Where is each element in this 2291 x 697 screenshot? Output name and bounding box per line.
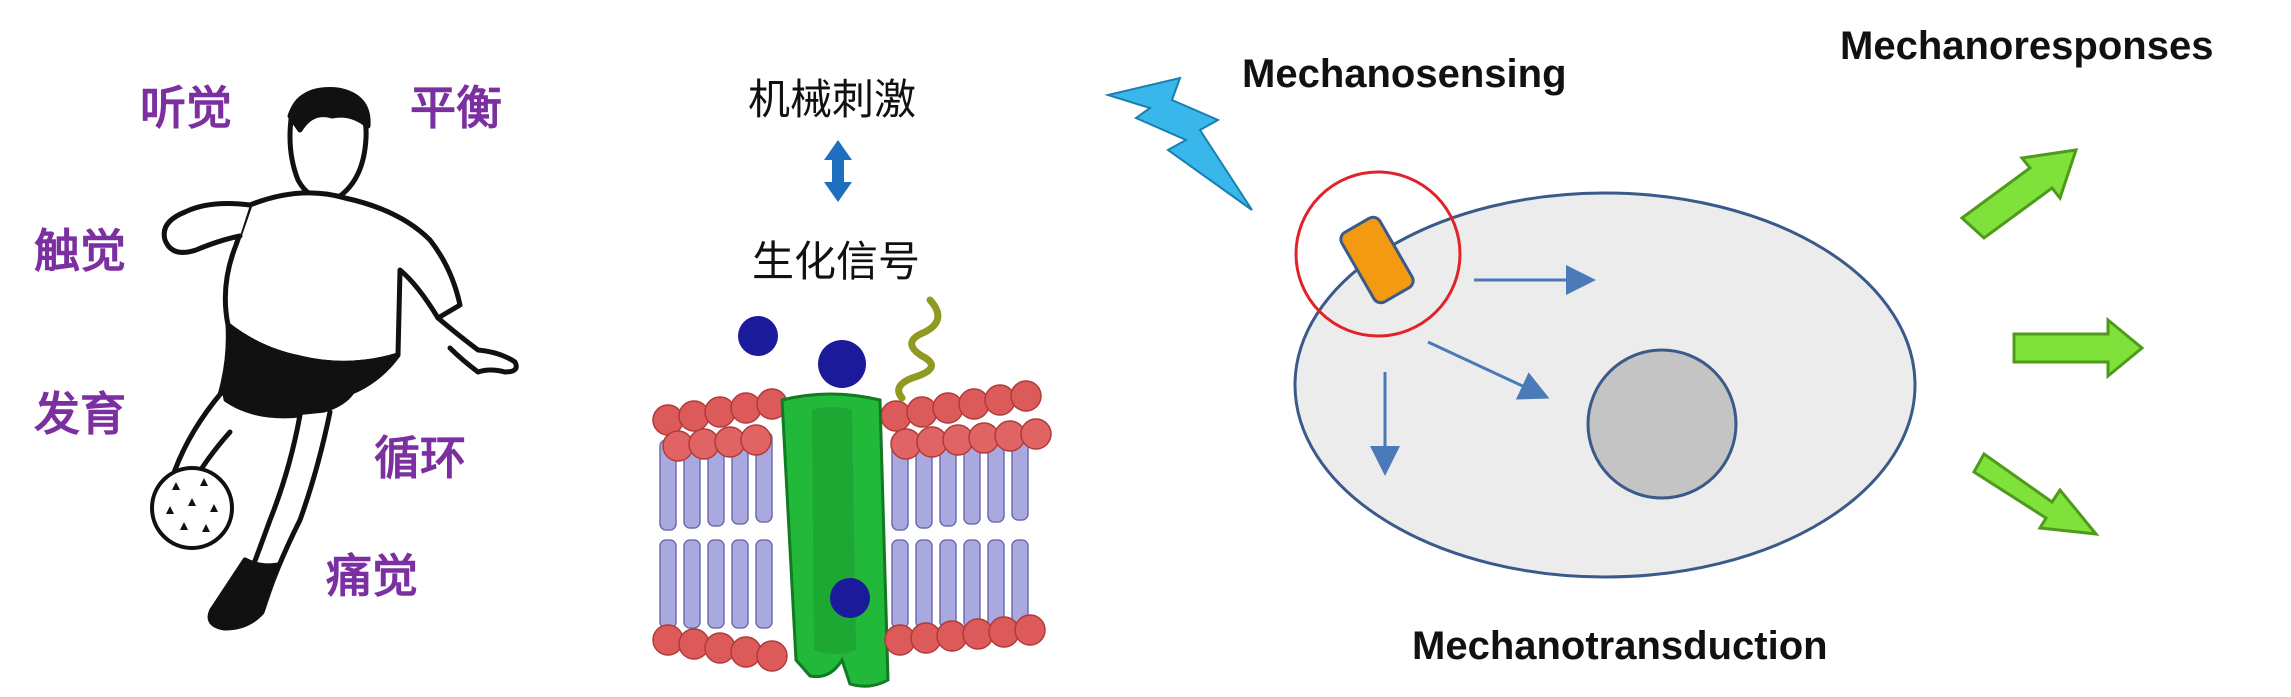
mechanosensor [1339, 215, 1415, 305]
sense-balance: 平衡 [410, 81, 502, 135]
mechanosensing-label: Mechanosensing [1242, 52, 1567, 96]
mechanoresponses-label: Mechanoresponses [1840, 24, 2214, 68]
sensor-highlight-ring [1294, 170, 1462, 338]
biochemical-signal-label: 生化信号 [752, 237, 921, 286]
tether-filament [895, 296, 942, 402]
lipid-bilayer [652, 380, 1052, 688]
signal-arrows [1370, 265, 1596, 476]
soccer-ball-icon [150, 466, 234, 550]
sense-hearing: 听觉 [140, 81, 232, 135]
double-arrow-icon [824, 140, 852, 202]
sense-circulation: 循环 [374, 431, 466, 485]
mechanical-stimulus-label: 机械刺激 [748, 75, 917, 124]
ion-particles [738, 316, 870, 618]
response-arrows [1959, 148, 2145, 536]
player-figure [161, 87, 519, 631]
lightning-bolt-icon [1104, 76, 1253, 211]
sense-pain: 痛觉 [326, 549, 418, 603]
sense-touch: 触觉 [34, 224, 126, 278]
response-arrow-up [1959, 148, 2079, 240]
nucleus [1586, 348, 1738, 500]
response-arrow-right [2012, 316, 2145, 380]
response-arrow-down [1972, 451, 2100, 536]
sense-development: 发育 [34, 387, 126, 441]
mechanotransduction-label: Mechanotransduction [1412, 624, 1828, 668]
